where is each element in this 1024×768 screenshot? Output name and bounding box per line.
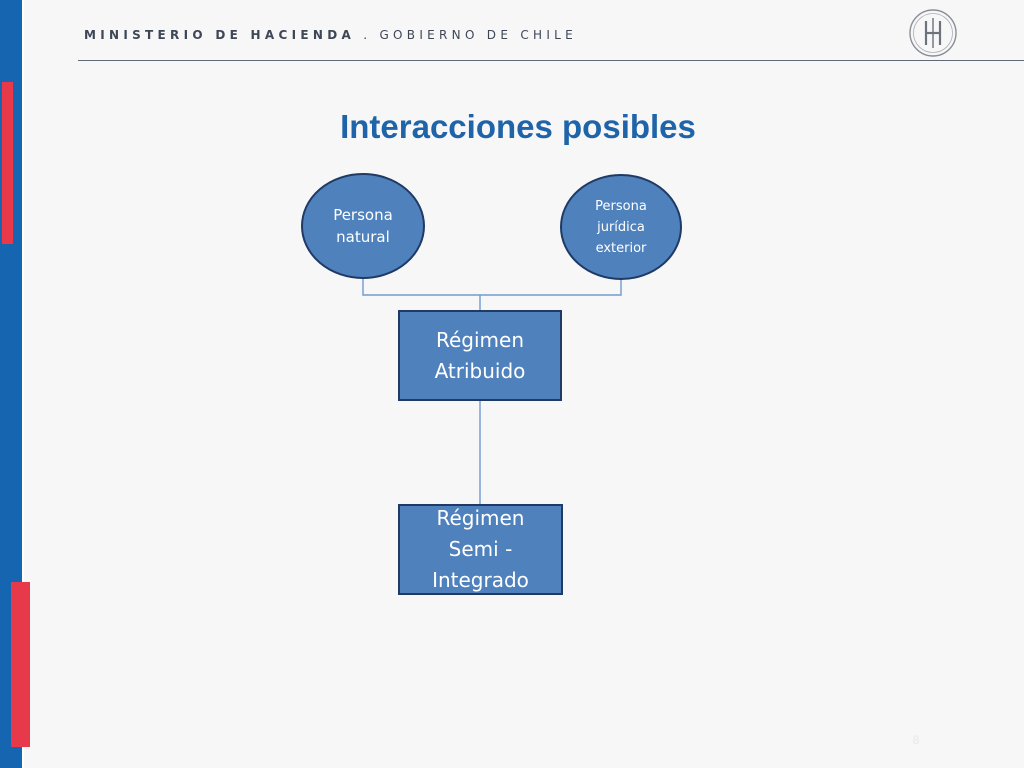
connector-persona-natural bbox=[362, 278, 480, 296]
node-regimen-semi-label: Régimen Semi - Integrado bbox=[432, 506, 529, 592]
header-org-ministry: MINISTERIO DE HACIENDA bbox=[84, 28, 356, 42]
page-number: 8 bbox=[912, 733, 920, 747]
left-red-band-top bbox=[2, 82, 13, 244]
node-persona-juridica-label: Persona jurídica exterior bbox=[595, 198, 647, 256]
slide-title: Interacciones posibles bbox=[340, 108, 696, 145]
node-regimen-semi-shape bbox=[398, 504, 563, 595]
header-org-government: GOBIERNO DE CHILE bbox=[379, 28, 578, 42]
node-persona-natural-label: Persona natural bbox=[333, 206, 393, 246]
header-separator: . bbox=[363, 28, 372, 42]
left-red-band-bottom bbox=[11, 582, 30, 747]
node-persona-juridica-shape bbox=[560, 174, 682, 280]
node-regimen-atribuido-shape bbox=[398, 310, 562, 401]
header-divider bbox=[78, 60, 1024, 61]
left-white-stripe bbox=[22, 0, 24, 768]
ministerio-hacienda-seal-icon bbox=[909, 9, 957, 57]
connector-lines bbox=[362, 278, 622, 505]
node-regimen-atribuido-label: Régimen Atribuido bbox=[434, 327, 526, 383]
node-persona-natural-shape bbox=[301, 173, 425, 279]
header-organization: MINISTERIO DE HACIENDA . GOBIERNO DE CHI… bbox=[84, 28, 577, 42]
connector-persona-juridica bbox=[480, 278, 622, 296]
